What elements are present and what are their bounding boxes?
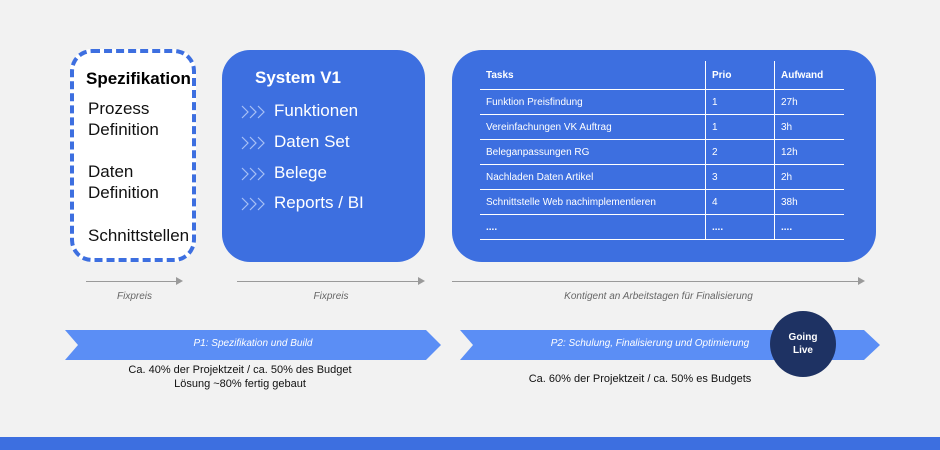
- task-effort: ....: [774, 214, 844, 240]
- timeline-arrow-line: [86, 281, 176, 282]
- specification-title: Spezifikation: [86, 69, 191, 88]
- task-effort: 3h: [774, 114, 844, 140]
- arrow-head-icon: [858, 277, 865, 285]
- fixpreis-label: Fixpreis: [116, 291, 152, 302]
- going-live-line1: Going: [788, 332, 818, 343]
- task-name: ....: [480, 214, 706, 240]
- spec-item-definition-2: Definition: [88, 183, 159, 202]
- task-prio: 1: [705, 114, 775, 140]
- chevron-right-icon: [241, 197, 265, 211]
- fixpreis-label: Fixpreis: [313, 291, 349, 302]
- system-item-funktionen: Funktionen: [274, 101, 359, 120]
- system-item-belege: Belege: [274, 163, 327, 182]
- task-effort: 2h: [774, 164, 844, 190]
- column-header-prio: Prio: [705, 61, 775, 90]
- spec-item-schnittstellen: Schnittstellen: [88, 226, 190, 245]
- phase-1-label: P1: Spezifikation und Build: [193, 338, 313, 349]
- task-name: Nachladen Daten Artikel: [480, 164, 706, 190]
- chevron-right-icon: [241, 167, 265, 181]
- column-header-tasks: Tasks: [480, 61, 706, 90]
- system-v1-box: System V1 Funktionen Daten Set Belege Re…: [222, 50, 425, 262]
- going-live-line2: Live: [792, 345, 813, 356]
- phase-2-note: Ca. 60% der Projektzeit / ca. 50% es Bud…: [528, 373, 752, 385]
- task-prio: 2: [705, 139, 775, 165]
- table-row: Vereinfachungen VK Auftrag 1 3h: [480, 114, 844, 140]
- task-prio: ....: [705, 214, 775, 240]
- arrow-head-icon: [176, 277, 183, 285]
- table-header-row: Tasks Prio Aufwand: [480, 61, 844, 90]
- system-item-daten-set: Daten Set: [274, 132, 350, 151]
- footer-bar: [0, 437, 940, 450]
- table-row: Beleganpassungen RG 2 12h: [480, 139, 844, 165]
- arrow-head-icon: [418, 277, 425, 285]
- task-prio: 1: [705, 89, 775, 115]
- table-row: Funktion Preisfindung 1 27h: [480, 89, 844, 115]
- table-row: Schnittstelle Web nachimplementieren 4 3…: [480, 189, 844, 215]
- spec-item-prozess: Prozess: [88, 99, 150, 118]
- task-effort: 38h: [774, 189, 844, 215]
- spec-item-definition-1: Definition: [88, 120, 159, 139]
- kontingent-label: Kontigent an Arbeitstagen für Finalisier…: [564, 291, 753, 302]
- task-prio: 4: [705, 189, 775, 215]
- task-effort: 12h: [774, 139, 844, 165]
- table-row: Nachladen Daten Artikel 3 2h: [480, 164, 844, 190]
- chevron-right-icon: [241, 105, 265, 119]
- tasks-box: Tasks Prio Aufwand Funktion Preisfindung…: [452, 50, 876, 262]
- task-name: Vereinfachungen VK Auftrag: [480, 114, 706, 140]
- tasks-table: Tasks Prio Aufwand Funktion Preisfindung…: [480, 61, 844, 240]
- table-row: .... .... ....: [480, 214, 844, 240]
- phase-2-label: P2: Schulung, Finalisierung und Optimier…: [550, 338, 750, 349]
- task-name: Funktion Preisfindung: [480, 89, 706, 115]
- phase-1-note-line2: Lösung ~80% fertig gebaut: [174, 378, 306, 390]
- task-prio: 3: [705, 164, 775, 190]
- task-effort: 27h: [774, 89, 844, 115]
- system-v1-title: System V1: [255, 68, 341, 87]
- timeline-arrow-line: [452, 281, 858, 282]
- task-name: Schnittstelle Web nachimplementieren: [480, 189, 706, 215]
- specification-box: Spezifikation Prozess Definition Daten D…: [70, 49, 196, 262]
- phase-1-note-line1: Ca. 40% der Projektzeit / ca. 50% des Bu…: [128, 364, 352, 376]
- column-header-aufwand: Aufwand: [774, 61, 844, 90]
- system-item-reports: Reports / BI: [274, 193, 364, 212]
- going-live-badge: Going Live: [770, 311, 836, 377]
- chevron-right-icon: [241, 136, 265, 150]
- spec-item-daten: Daten: [88, 162, 134, 181]
- task-name: Beleganpassungen RG: [480, 139, 706, 165]
- timeline-arrow-line: [237, 281, 418, 282]
- phase-1-chevron: [65, 330, 441, 360]
